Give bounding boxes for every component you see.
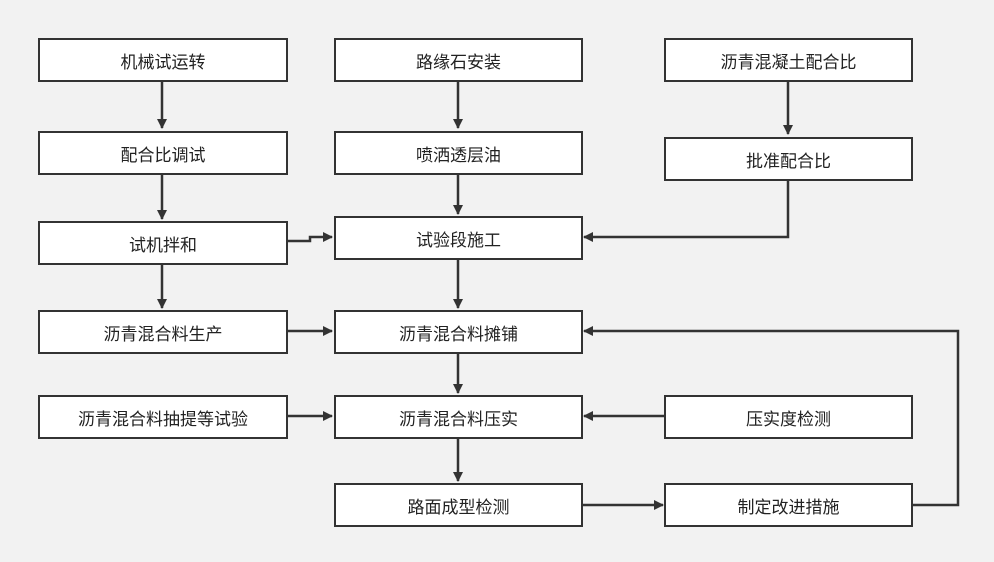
node-improvement-measures: 制定改进措施 [664, 483, 913, 527]
node-compaction-degree-test: 压实度检测 [664, 395, 913, 439]
node-asphalt-concrete-mix-ratio: 沥青混凝土配合比 [664, 38, 913, 82]
node-trial-mixing: 试机拌和 [38, 221, 288, 265]
node-curb-installation: 路缘石安装 [334, 38, 583, 82]
node-machine-trial-run: 机械试运转 [38, 38, 288, 82]
node-prime-coat-spraying: 喷洒透层油 [334, 131, 583, 175]
node-pavement-inspection: 路面成型检测 [334, 483, 583, 527]
node-trial-section-construction: 试验段施工 [334, 216, 583, 260]
edge-n3-n8 [287, 232, 333, 243]
node-asphalt-mix-production: 沥青混合料生产 [38, 310, 288, 354]
node-asphalt-extraction-tests: 沥青混合料抽提等试验 [38, 395, 288, 439]
edge-n13-n8 [583, 180, 790, 242]
node-mix-ratio-adjustment: 配合比调试 [38, 131, 288, 175]
node-asphalt-compaction: 沥青混合料压实 [334, 395, 583, 439]
node-asphalt-paving: 沥青混合料摊铺 [334, 310, 583, 354]
edge-n15-n9 [583, 326, 960, 507]
node-approved-mix-ratio: 批准配合比 [664, 137, 913, 181]
